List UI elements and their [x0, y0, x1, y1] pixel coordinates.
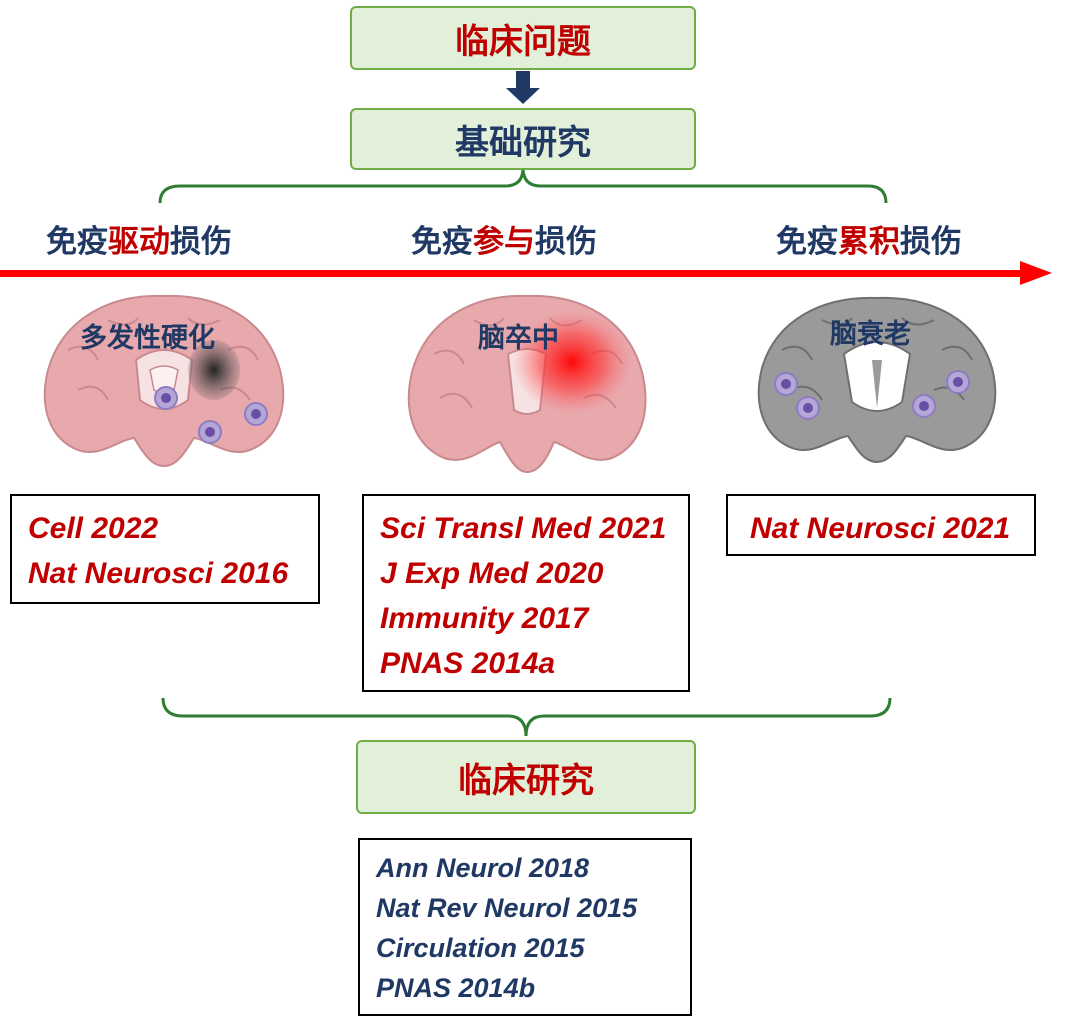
reference: Cell 2022: [28, 512, 159, 545]
reference: Sci Transl Med 2021: [380, 512, 667, 545]
reference: PNAS 2014a: [380, 647, 556, 680]
category-immune-driven: 免疫驱动损伤: [46, 224, 232, 260]
down-arrow-icon: [506, 71, 540, 104]
clinical-research-box: 临床研究: [356, 740, 696, 814]
brain-ms-image: [43, 294, 285, 468]
category-immune-involved: 免疫参与损伤: [411, 224, 597, 260]
reference: PNAS 2014b: [376, 973, 536, 1003]
brain-label-stroke: 脑卒中: [478, 323, 559, 354]
brain-stroke-image: [407, 294, 647, 474]
reference: Nat Neurosci 2016: [28, 557, 289, 590]
clinical-question-box: 临床问题: [350, 6, 696, 70]
reference: Nat Rev Neurol 2015: [376, 893, 638, 923]
bottom-bracket: [161, 697, 892, 737]
basic-research-box: 基础研究: [350, 108, 696, 170]
clinical-research-label: 临床研究: [458, 760, 594, 801]
refs-box-stroke: Sci Transl Med 2021 J Exp Med 2020 Immun…: [362, 494, 690, 692]
brain-aging-image: [757, 296, 997, 464]
top-bracket: [158, 167, 888, 204]
category-immune-cumulative: 免疫累积损伤: [776, 224, 962, 260]
refs-box-ms: Cell 2022 Nat Neurosci 2016: [10, 494, 320, 604]
reference: Nat Neurosci 2021: [750, 512, 1011, 545]
basic-research-label: 基础研究: [455, 122, 591, 163]
timeline-arrow-icon: [0, 261, 1052, 285]
brain-label-ms: 多发性硬化: [80, 323, 215, 354]
reference: Circulation 2015: [376, 933, 585, 963]
reference: J Exp Med 2020: [380, 557, 604, 590]
refs-box-clinical: Ann Neurol 2018 Nat Rev Neurol 2015 Circ…: [358, 838, 692, 1016]
clinical-question-label: 临床问题: [455, 21, 591, 62]
refs-box-aging: Nat Neurosci 2021: [726, 494, 1036, 556]
brain-label-aging: 脑衰老: [830, 319, 911, 350]
reference: Immunity 2017: [380, 602, 589, 635]
reference: Ann Neurol 2018: [376, 853, 590, 883]
